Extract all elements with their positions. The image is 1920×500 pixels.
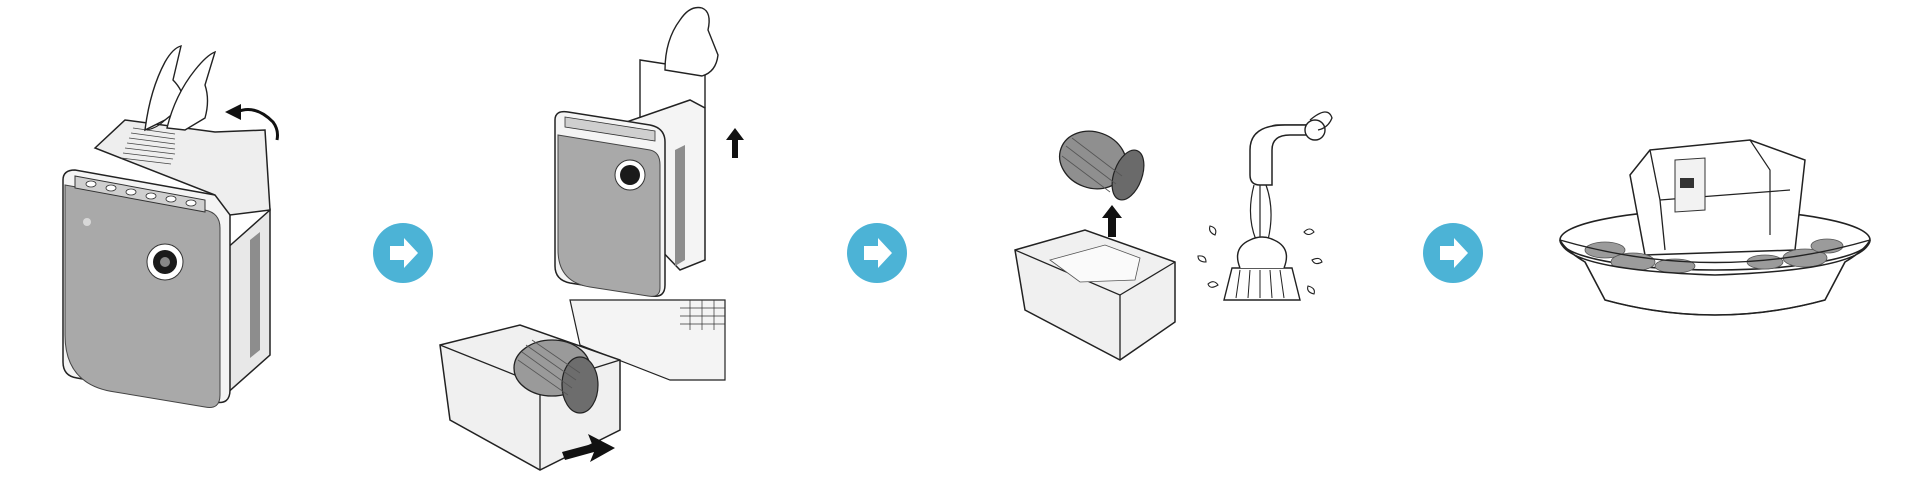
tray-pull-icon	[439, 6, 744, 471]
step-2-remove-tray	[439, 0, 744, 500]
next-step-arrow-2	[846, 222, 908, 284]
step-4-soak-tray	[1555, 0, 1875, 500]
chevron-right-circle-icon	[373, 223, 433, 283]
purifier-cover-lift-icon	[62, 45, 279, 408]
next-step-arrow-3	[1422, 222, 1484, 284]
step-1-open-cover	[55, 0, 300, 500]
basin-soak-icon	[1559, 139, 1871, 316]
step-3-rinse-filter	[1010, 0, 1350, 500]
next-step-arrow-1	[372, 222, 434, 284]
chevron-right-circle-icon	[1423, 223, 1483, 283]
chevron-right-circle-icon	[847, 223, 907, 283]
faucet-rinse-icon	[1014, 111, 1333, 361]
